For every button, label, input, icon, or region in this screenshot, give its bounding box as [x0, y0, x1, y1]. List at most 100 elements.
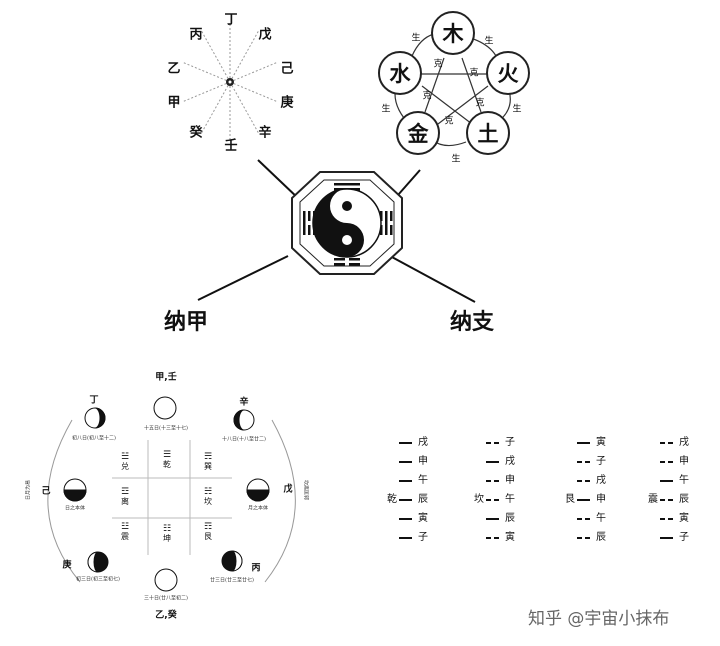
generate-label: 生: [484, 36, 494, 47]
stem-top-right: 戊: [258, 27, 272, 43]
yao-row: 寅: [646, 509, 689, 528]
trigram-gen: ☶艮: [203, 522, 213, 542]
hexagram-gen: 寅 子 戌 艮申 午 辰: [563, 433, 606, 547]
element-earth: 土: [466, 111, 510, 155]
branch: 戌: [679, 437, 689, 448]
moon-bing: 丙: [251, 563, 261, 574]
moon-bottom-stems: 乙,癸: [155, 610, 177, 621]
branch: 子: [418, 532, 428, 543]
branch: 申: [596, 494, 606, 505]
hexagram-zhen: 戌 申 午 震辰 寅 子: [646, 433, 689, 547]
element-water: 水: [378, 51, 422, 95]
element-wood: 木: [431, 11, 475, 55]
trigram-kan: ☵坎: [203, 487, 213, 507]
moon-ding-label: 初八日(初八至十二): [72, 435, 116, 442]
branch: 午: [679, 475, 689, 486]
moon-wu: 戊: [283, 484, 293, 495]
stem-left-upper: 乙: [167, 61, 181, 77]
yao-row: 午: [563, 509, 606, 528]
branch: 午: [418, 475, 428, 486]
control-label: 克: [422, 91, 432, 102]
stem-right-mid: 庚: [280, 95, 294, 111]
yao-row: 震辰: [646, 490, 689, 509]
yao-row: 乾辰: [385, 490, 428, 509]
trigram-zhen: ☳震: [120, 522, 130, 542]
generate-label: 生: [381, 104, 391, 115]
moon-right-arc-label: 坎离匡郭: [302, 479, 309, 501]
yao-row: 戌: [563, 471, 606, 490]
control-label: 克: [433, 59, 443, 70]
yao-row: 午: [646, 471, 689, 490]
control-label: 克: [475, 98, 485, 109]
yao-row: 申: [385, 452, 428, 471]
branch: 寅: [596, 437, 606, 448]
yao-row: 子: [563, 452, 606, 471]
najia-title: 纳甲: [163, 310, 209, 335]
nazhi-title: 纳支: [449, 310, 495, 335]
yao-row: 寅: [563, 433, 606, 452]
branch: 申: [505, 475, 515, 486]
branch: 子: [679, 532, 689, 543]
stem-top: 丁: [224, 12, 238, 28]
trigram-dui: ☱兑: [120, 452, 130, 472]
moon-top-stems: 甲,壬: [155, 372, 177, 383]
watermark: 知乎 @宇宙小抹布: [528, 609, 670, 629]
hexagram-kan: 子 戌 申 坎午 辰 寅: [472, 433, 515, 547]
branch: 寅: [418, 513, 428, 524]
branch: 戌: [596, 475, 606, 486]
branch: 寅: [679, 513, 689, 524]
yao-row: 戌: [472, 452, 515, 471]
yao-row: 子: [385, 528, 428, 547]
stem-right-upper: 己: [280, 61, 294, 77]
yao-row: 戌: [385, 433, 428, 452]
stem-bottom: 壬: [224, 138, 238, 154]
branch: 戌: [418, 437, 428, 448]
moon-ji: 己: [41, 486, 51, 497]
element-metal: 金: [396, 111, 440, 155]
trigram-li: ☲离: [120, 487, 130, 507]
moon-left-arc-label: 日月为易: [25, 479, 32, 501]
branch: 申: [418, 456, 428, 467]
moon-geng: 庚: [62, 560, 72, 571]
branch: 辰: [679, 494, 689, 505]
yao-row: 辰: [563, 528, 606, 547]
yao-row: 戌: [646, 433, 689, 452]
yao-row: 子: [472, 433, 515, 452]
moon-xin-label: 十八日(十八至廿二): [222, 436, 266, 443]
generate-label: 生: [411, 33, 421, 44]
generate-label: 生: [451, 154, 461, 165]
yao-row: 申: [646, 452, 689, 471]
branch: 申: [679, 456, 689, 467]
branch: 寅: [505, 532, 515, 543]
trigram-qian: ☰乾: [162, 450, 172, 470]
yao-row: 艮申: [563, 490, 606, 509]
stem-right-lower: 辛: [258, 125, 272, 141]
yao-row: 坎午: [472, 490, 515, 509]
stem-left-mid: 甲: [167, 95, 181, 111]
yao-row: 辰: [472, 509, 515, 528]
hexagram-name: 乾: [387, 494, 397, 505]
control-label: 克: [469, 68, 479, 79]
hexagram-name: 震: [648, 494, 658, 505]
stem-top-left: 丙: [189, 27, 203, 43]
moon-ding: 丁: [89, 395, 99, 406]
yao-row: 寅: [385, 509, 428, 528]
moon-wu-label: 月之本体: [247, 505, 269, 512]
branch: 戌: [505, 456, 515, 467]
branch: 子: [596, 456, 606, 467]
element-fire: 火: [486, 51, 530, 95]
stem-left-lower: 癸: [189, 125, 203, 141]
yao-row: 寅: [472, 528, 515, 547]
moon-geng-label: 初三日(初三至初七): [76, 576, 120, 583]
branch: 辰: [418, 494, 428, 505]
yao-row: 申: [472, 471, 515, 490]
branch: 辰: [596, 532, 606, 543]
moon-bottom-label: 三十日(廿八至初二): [144, 595, 188, 602]
trigram-kun: ☷坤: [162, 524, 172, 544]
moon-top-label: 十五日(十三至十七): [144, 425, 188, 432]
branch: 辰: [505, 513, 515, 524]
moon-bing-label: 廿三日(廿三至廿七): [210, 577, 254, 584]
yao-row: 午: [385, 471, 428, 490]
moon-xin: 辛: [239, 397, 249, 408]
generate-label: 生: [512, 104, 522, 115]
